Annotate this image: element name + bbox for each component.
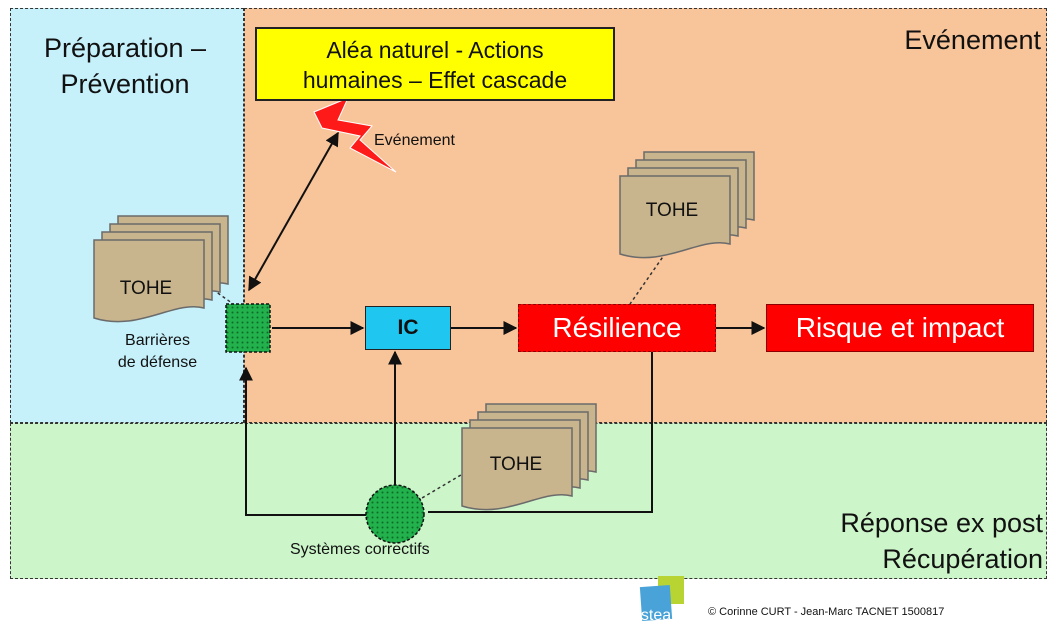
preparation-title-line1: Préparation – xyxy=(43,33,207,63)
barrier-label: Barrières de défense xyxy=(80,330,235,374)
tohe-label-right: TOHE xyxy=(646,200,698,221)
arrow-barrier-event xyxy=(248,131,339,292)
irstea-logo: irstea xyxy=(632,576,684,624)
corrective-node xyxy=(365,484,425,544)
barrier-node xyxy=(225,303,271,353)
resilience-node: Résilience xyxy=(518,304,716,352)
corrective-label: Systèmes correctifs xyxy=(290,541,430,558)
lightning-icon xyxy=(313,97,397,173)
hazard-line2: humaines – Effet cascade xyxy=(302,67,568,93)
tohe-document-right: TOHE xyxy=(619,151,755,259)
preparation-title-line2: Prévention xyxy=(60,69,190,99)
tohe-document-bottom: TOHE xyxy=(461,403,597,511)
event-zone-title: Evénement xyxy=(904,25,1041,55)
post-zone-title: Réponse ex post Récupération xyxy=(840,505,1043,577)
event-label: Evénement xyxy=(374,132,455,149)
hazard-line1: Aléa naturel - Actions xyxy=(326,37,544,63)
dotted-link-bottom-tohe xyxy=(421,471,467,499)
copyright-text: © Corinne CURT - Jean-Marc TACNET 150081… xyxy=(708,606,945,618)
hazard-box: Aléa naturel - Actions humaines – Effet … xyxy=(255,27,615,101)
barrier-label-line2: de défense xyxy=(117,354,198,371)
post-title-line1: Réponse ex post xyxy=(840,508,1043,538)
tohe-document-left: TOHE xyxy=(93,215,229,323)
risk-impact-node: Risque et impact xyxy=(766,304,1034,352)
barrier-label-line1: Barrières xyxy=(125,332,190,349)
line-resilience-corrective xyxy=(428,352,653,513)
ic-node: IC xyxy=(365,306,451,350)
irstea-logo-text: irstea xyxy=(632,607,671,624)
tohe-label-left: TOHE xyxy=(120,278,172,299)
post-title-line2: Récupération xyxy=(882,544,1043,574)
arrow-corrective-barrier xyxy=(239,366,368,516)
tohe-label-bottom: TOHE xyxy=(490,454,542,475)
preparation-zone-title: Préparation – Prévention xyxy=(10,30,240,102)
